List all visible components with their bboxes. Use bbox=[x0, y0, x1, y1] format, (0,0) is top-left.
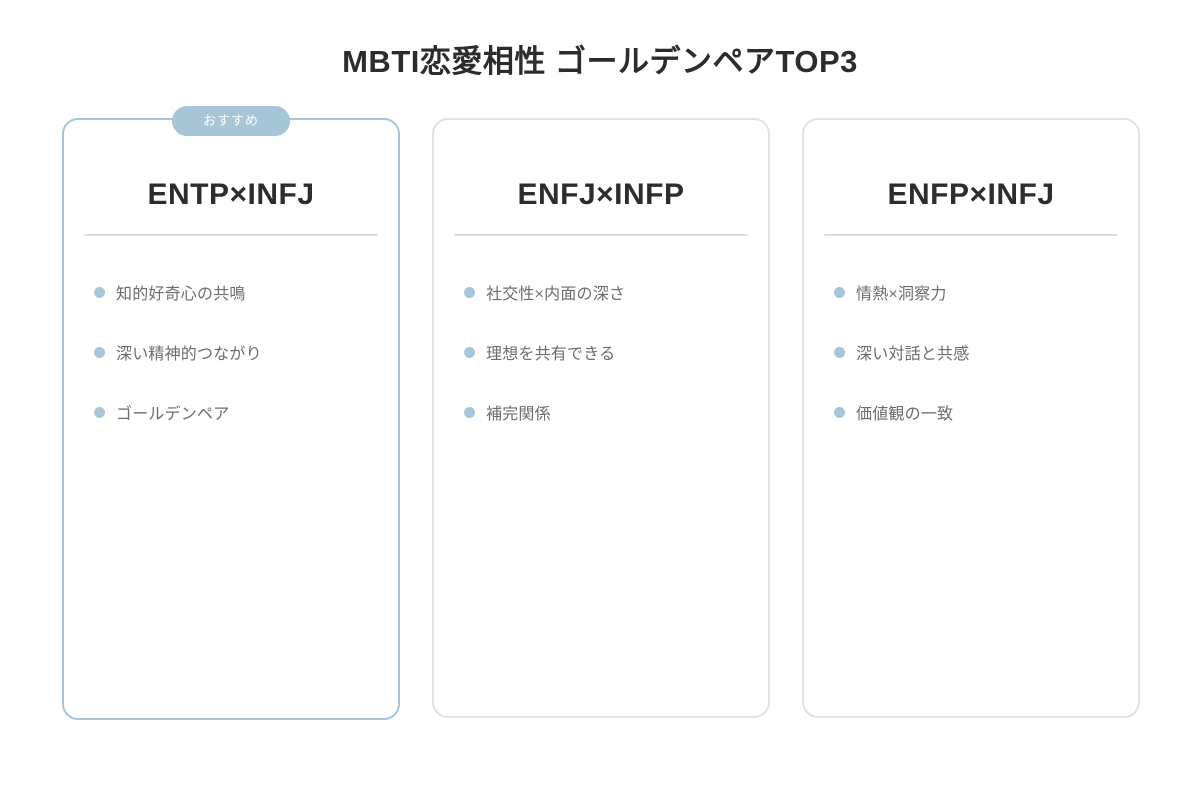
feature-label: 価値観の一致 bbox=[856, 406, 954, 423]
bullet-icon bbox=[464, 286, 475, 298]
pair-card-entp-infj[interactable]: おすすめ ENTP×INFJ 知的好奇心の共鳴 深い精神的つながり ゴールデンペ… bbox=[62, 106, 400, 720]
feature-list: 知的好奇心の共鳴 深い精神的つながり ゴールデンペア bbox=[64, 262, 398, 442]
card-divider bbox=[454, 234, 748, 236]
bullet-icon bbox=[834, 346, 845, 358]
pair-title: ENFP×INFJ bbox=[887, 178, 1055, 211]
pair-title: ENFJ×INFP bbox=[517, 178, 685, 211]
pair-card-enfj-infp[interactable]: ENFJ×INFP 社交性×内面の深さ 理想を共有できる 補完関係 bbox=[432, 118, 770, 718]
list-item: 深い対話と共感 bbox=[834, 322, 1138, 382]
feature-list: 社交性×内面の深さ 理想を共有できる 補完関係 bbox=[434, 262, 768, 442]
list-item: 深い精神的つながり bbox=[94, 322, 398, 382]
card-grid: おすすめ ENTP×INFJ 知的好奇心の共鳴 深い精神的つながり ゴールデンペ… bbox=[62, 106, 1140, 720]
feature-label: 理想を共有できる bbox=[486, 346, 616, 363]
bullet-icon bbox=[834, 286, 845, 298]
feature-label: ゴールデンペア bbox=[116, 406, 230, 423]
bullet-icon bbox=[94, 346, 105, 358]
bullet-icon bbox=[94, 286, 105, 298]
list-item: 社交性×内面の深さ bbox=[464, 262, 768, 322]
list-item: 補完関係 bbox=[464, 382, 768, 442]
feature-label: 情熱×洞察力 bbox=[856, 286, 947, 303]
recommended-badge: おすすめ bbox=[172, 106, 290, 136]
list-item: 理想を共有できる bbox=[464, 322, 768, 382]
page-title: MBTI恋愛相性 ゴールデンペアTOP3 bbox=[342, 44, 858, 79]
list-item: 知的好奇心の共鳴 bbox=[94, 262, 398, 322]
card-divider bbox=[84, 234, 378, 236]
bullet-icon bbox=[464, 406, 475, 418]
list-item: 価値観の一致 bbox=[834, 382, 1138, 442]
list-item: 情熱×洞察力 bbox=[834, 262, 1138, 322]
pair-card-enfp-infj[interactable]: ENFP×INFJ 情熱×洞察力 深い対話と共感 価値観の一致 bbox=[802, 118, 1140, 718]
feature-list: 情熱×洞察力 深い対話と共感 価値観の一致 bbox=[804, 262, 1138, 442]
list-item: ゴールデンペア bbox=[94, 382, 398, 442]
feature-label: 社交性×内面の深さ bbox=[486, 286, 626, 303]
feature-label: 知的好奇心の共鳴 bbox=[116, 286, 246, 303]
bullet-icon bbox=[94, 406, 105, 418]
card-divider bbox=[824, 234, 1118, 236]
bullet-icon bbox=[834, 406, 845, 418]
feature-label: 深い対話と共感 bbox=[856, 346, 970, 363]
feature-label: 深い精神的つながり bbox=[116, 346, 262, 363]
feature-label: 補完関係 bbox=[486, 406, 551, 423]
bullet-icon bbox=[464, 346, 475, 358]
pair-title: ENTP×INFJ bbox=[147, 178, 315, 211]
